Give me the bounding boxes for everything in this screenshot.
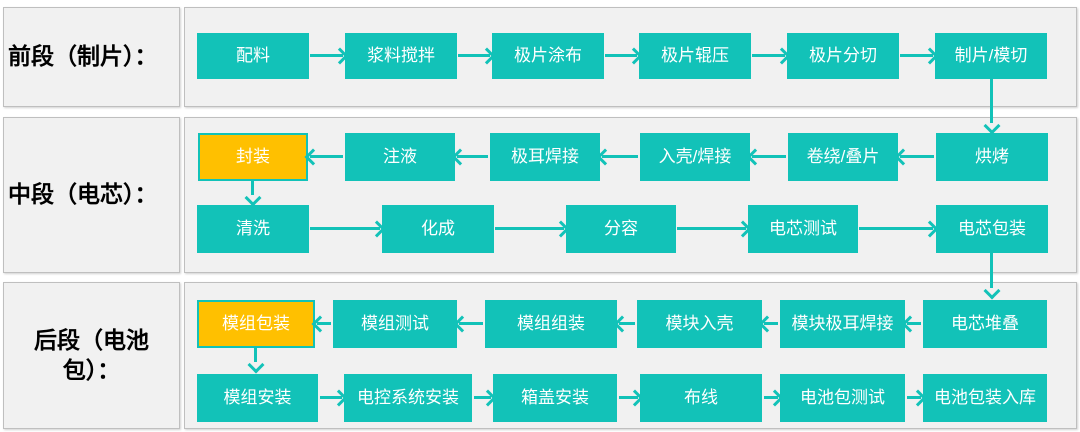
arrow-right-icon [458, 54, 490, 57]
arrow-right-icon [677, 227, 746, 230]
arrow-left-icon [457, 155, 488, 158]
step-module-installation: 模组安装 [197, 374, 318, 422]
step-cover-installation: 箱盖安装 [493, 374, 617, 422]
step-module-tab-welding: 模块极耳焊接 [780, 300, 905, 348]
middle-stage-label: 中段（电芯）： [8, 181, 158, 208]
arrow-down-icon [254, 348, 257, 362]
step-module-testing: 模组测试 [333, 300, 457, 348]
arrow-down-icon [990, 253, 993, 288]
front-stage-label-panel: 前段（制片）： [3, 7, 180, 107]
arrow-right-icon [907, 396, 921, 399]
arrow-right-icon [310, 54, 343, 57]
arrow-left-icon [619, 322, 635, 325]
arrow-down-icon [990, 79, 993, 123]
step-slurry-mixing: 浆料搅拌 [345, 33, 457, 79]
step-tab-welding: 极耳焊接 [490, 133, 600, 181]
arrow-right-icon [764, 396, 778, 399]
arrow-right-icon [605, 54, 637, 57]
step-formation: 化成 [382, 205, 494, 253]
arrow-right-icon [310, 227, 380, 230]
arrow-down-icon [251, 181, 254, 195]
arrow-left-icon [907, 322, 921, 325]
step-cell-stacking: 电芯堆叠 [923, 300, 1047, 348]
arrow-right-icon [320, 396, 342, 399]
arrow-right-icon [900, 54, 933, 57]
rear-stage-label-panel: 后段（电池包）： [3, 282, 180, 429]
step-module-casing: 模块入壳 [637, 300, 762, 348]
step-calendering: 极片辊压 [639, 33, 751, 79]
step-module-packing: 模组包装 [197, 300, 315, 348]
step-slitting: 极片分切 [787, 33, 899, 79]
arrow-left-icon [602, 155, 638, 158]
arrow-left-icon [752, 155, 786, 158]
arrow-left-icon [310, 155, 343, 158]
step-winding-stacking: 卷绕/叠片 [788, 133, 898, 181]
step-electrolyte-filling: 注液 [345, 133, 455, 181]
step-baking: 烘烤 [936, 133, 1048, 181]
rear-stage-label: 后段（电池包）： [34, 326, 149, 383]
arrow-right-icon [619, 396, 638, 399]
step-pack-testing: 电池包测试 [780, 374, 905, 422]
arrow-right-icon [495, 227, 564, 230]
step-cell-packing: 电芯包装 [936, 205, 1048, 253]
step-pack-warehousing: 电池包装入库 [923, 374, 1047, 422]
arrow-right-icon [859, 227, 933, 230]
step-electrode-coating: 极片涂布 [492, 33, 604, 79]
step-cell-testing: 电芯测试 [748, 205, 858, 253]
arrow-left-icon [764, 322, 778, 325]
arrow-left-icon [317, 322, 331, 325]
arrow-right-icon [752, 54, 785, 57]
arrow-left-icon [459, 322, 483, 325]
arrow-left-icon [900, 155, 934, 158]
arrow-right-icon [474, 396, 491, 399]
step-cleaning: 清洗 [197, 205, 309, 253]
step-module-assembly: 模组组装 [485, 300, 617, 348]
step-casing-welding: 入壳/焊接 [640, 133, 750, 181]
step-batching: 配料 [197, 33, 309, 79]
step-sealing: 封装 [198, 133, 308, 181]
step-wiring: 布线 [640, 374, 762, 422]
step-capacity-grading: 分容 [566, 205, 676, 253]
step-control-system-installation: 电控系统安装 [344, 374, 472, 422]
front-stage-label: 前段（制片）： [8, 43, 158, 70]
middle-stage-label-panel: 中段（电芯）： [3, 117, 180, 273]
step-sheet-die-cutting: 制片/模切 [935, 33, 1047, 79]
